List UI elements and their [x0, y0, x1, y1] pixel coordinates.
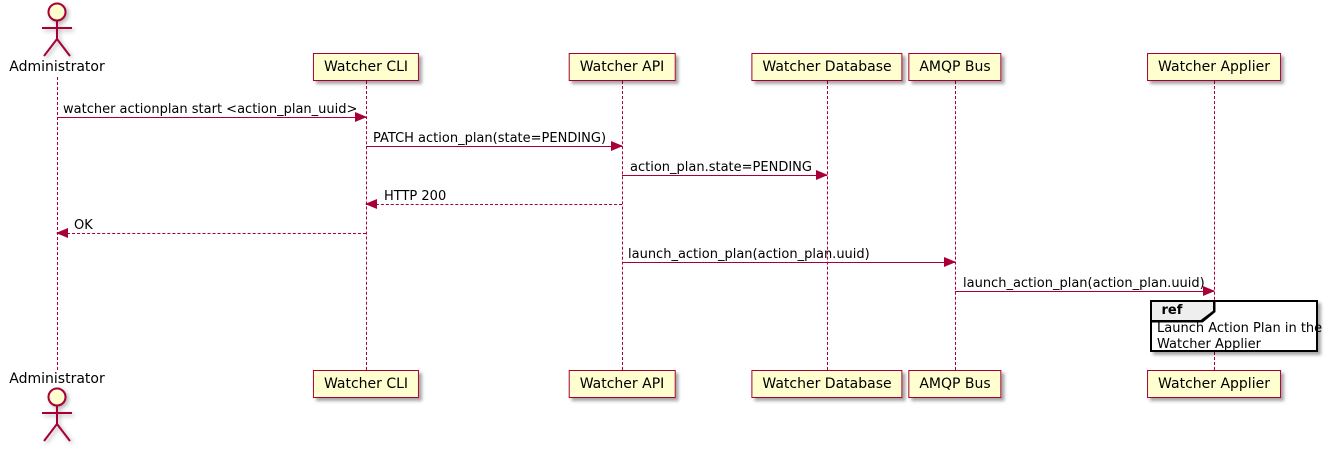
arrowhead-right-icon	[355, 112, 367, 122]
participant-bottom-watcher-api: Watcher API	[568, 370, 676, 398]
arrowhead-right-icon	[944, 257, 956, 267]
lifeline-watcher-applier	[1214, 81, 1215, 370]
lifeline-watcher-api	[622, 81, 623, 370]
ref-keyword: ref	[1161, 303, 1183, 319]
actor-label-administrator-bottom: Administrator	[9, 371, 105, 387]
message-ok: OK	[56, 214, 366, 240]
ref-text: Launch Action Plan in the Watcher Applie…	[1157, 321, 1323, 352]
participant-top-amqp-bus: AMQP Bus	[908, 53, 1002, 81]
participant-top-watcher-api: Watcher API	[568, 53, 676, 81]
actor-icon	[42, 387, 72, 442]
participant-bottom-watcher-applier: Watcher Applier	[1147, 370, 1281, 398]
ref-tag: ref	[1151, 301, 1216, 323]
message-patch-action-plan: PATCH action_plan(state=PENDING)	[366, 127, 623, 153]
message-launch-action-plan-amqp: launch_action_plan(action_plan.uuid)	[955, 272, 1215, 298]
arrowhead-right-icon	[816, 170, 828, 180]
arrowhead-right-icon	[1203, 286, 1215, 296]
lifeline-watcher-database	[827, 81, 828, 370]
arrowhead-left-icon	[365, 199, 377, 209]
arrowhead-left-icon	[56, 228, 68, 238]
participant-top-watcher-cli: Watcher CLI	[312, 53, 420, 81]
message-state-pending: action_plan.state=PENDING	[622, 156, 828, 182]
arrowhead-right-icon	[611, 141, 623, 151]
message-launch-action-plan-api: launch_action_plan(action_plan.uuid)	[622, 243, 956, 269]
ref-fragment: ref Launch Action Plan in the Watcher Ap…	[1150, 300, 1322, 352]
lifeline-administrator	[57, 77, 58, 370]
actor-icon	[42, 2, 72, 57]
participant-bottom-watcher-database: Watcher Database	[751, 370, 903, 398]
message-start-actionplan: watcher actionplan start <action_plan_uu…	[57, 98, 367, 124]
lifeline-watcher-cli	[366, 81, 367, 370]
lifeline-amqp-bus	[955, 81, 956, 370]
participant-top-watcher-database: Watcher Database	[751, 53, 903, 81]
participant-top-watcher-applier: Watcher Applier	[1147, 53, 1281, 81]
participant-bottom-amqp-bus: AMQP Bus	[908, 370, 1002, 398]
participant-bottom-watcher-cli: Watcher CLI	[312, 370, 420, 398]
actor-label-administrator-top: Administrator	[9, 59, 105, 75]
message-http-200: HTTP 200	[365, 185, 622, 211]
